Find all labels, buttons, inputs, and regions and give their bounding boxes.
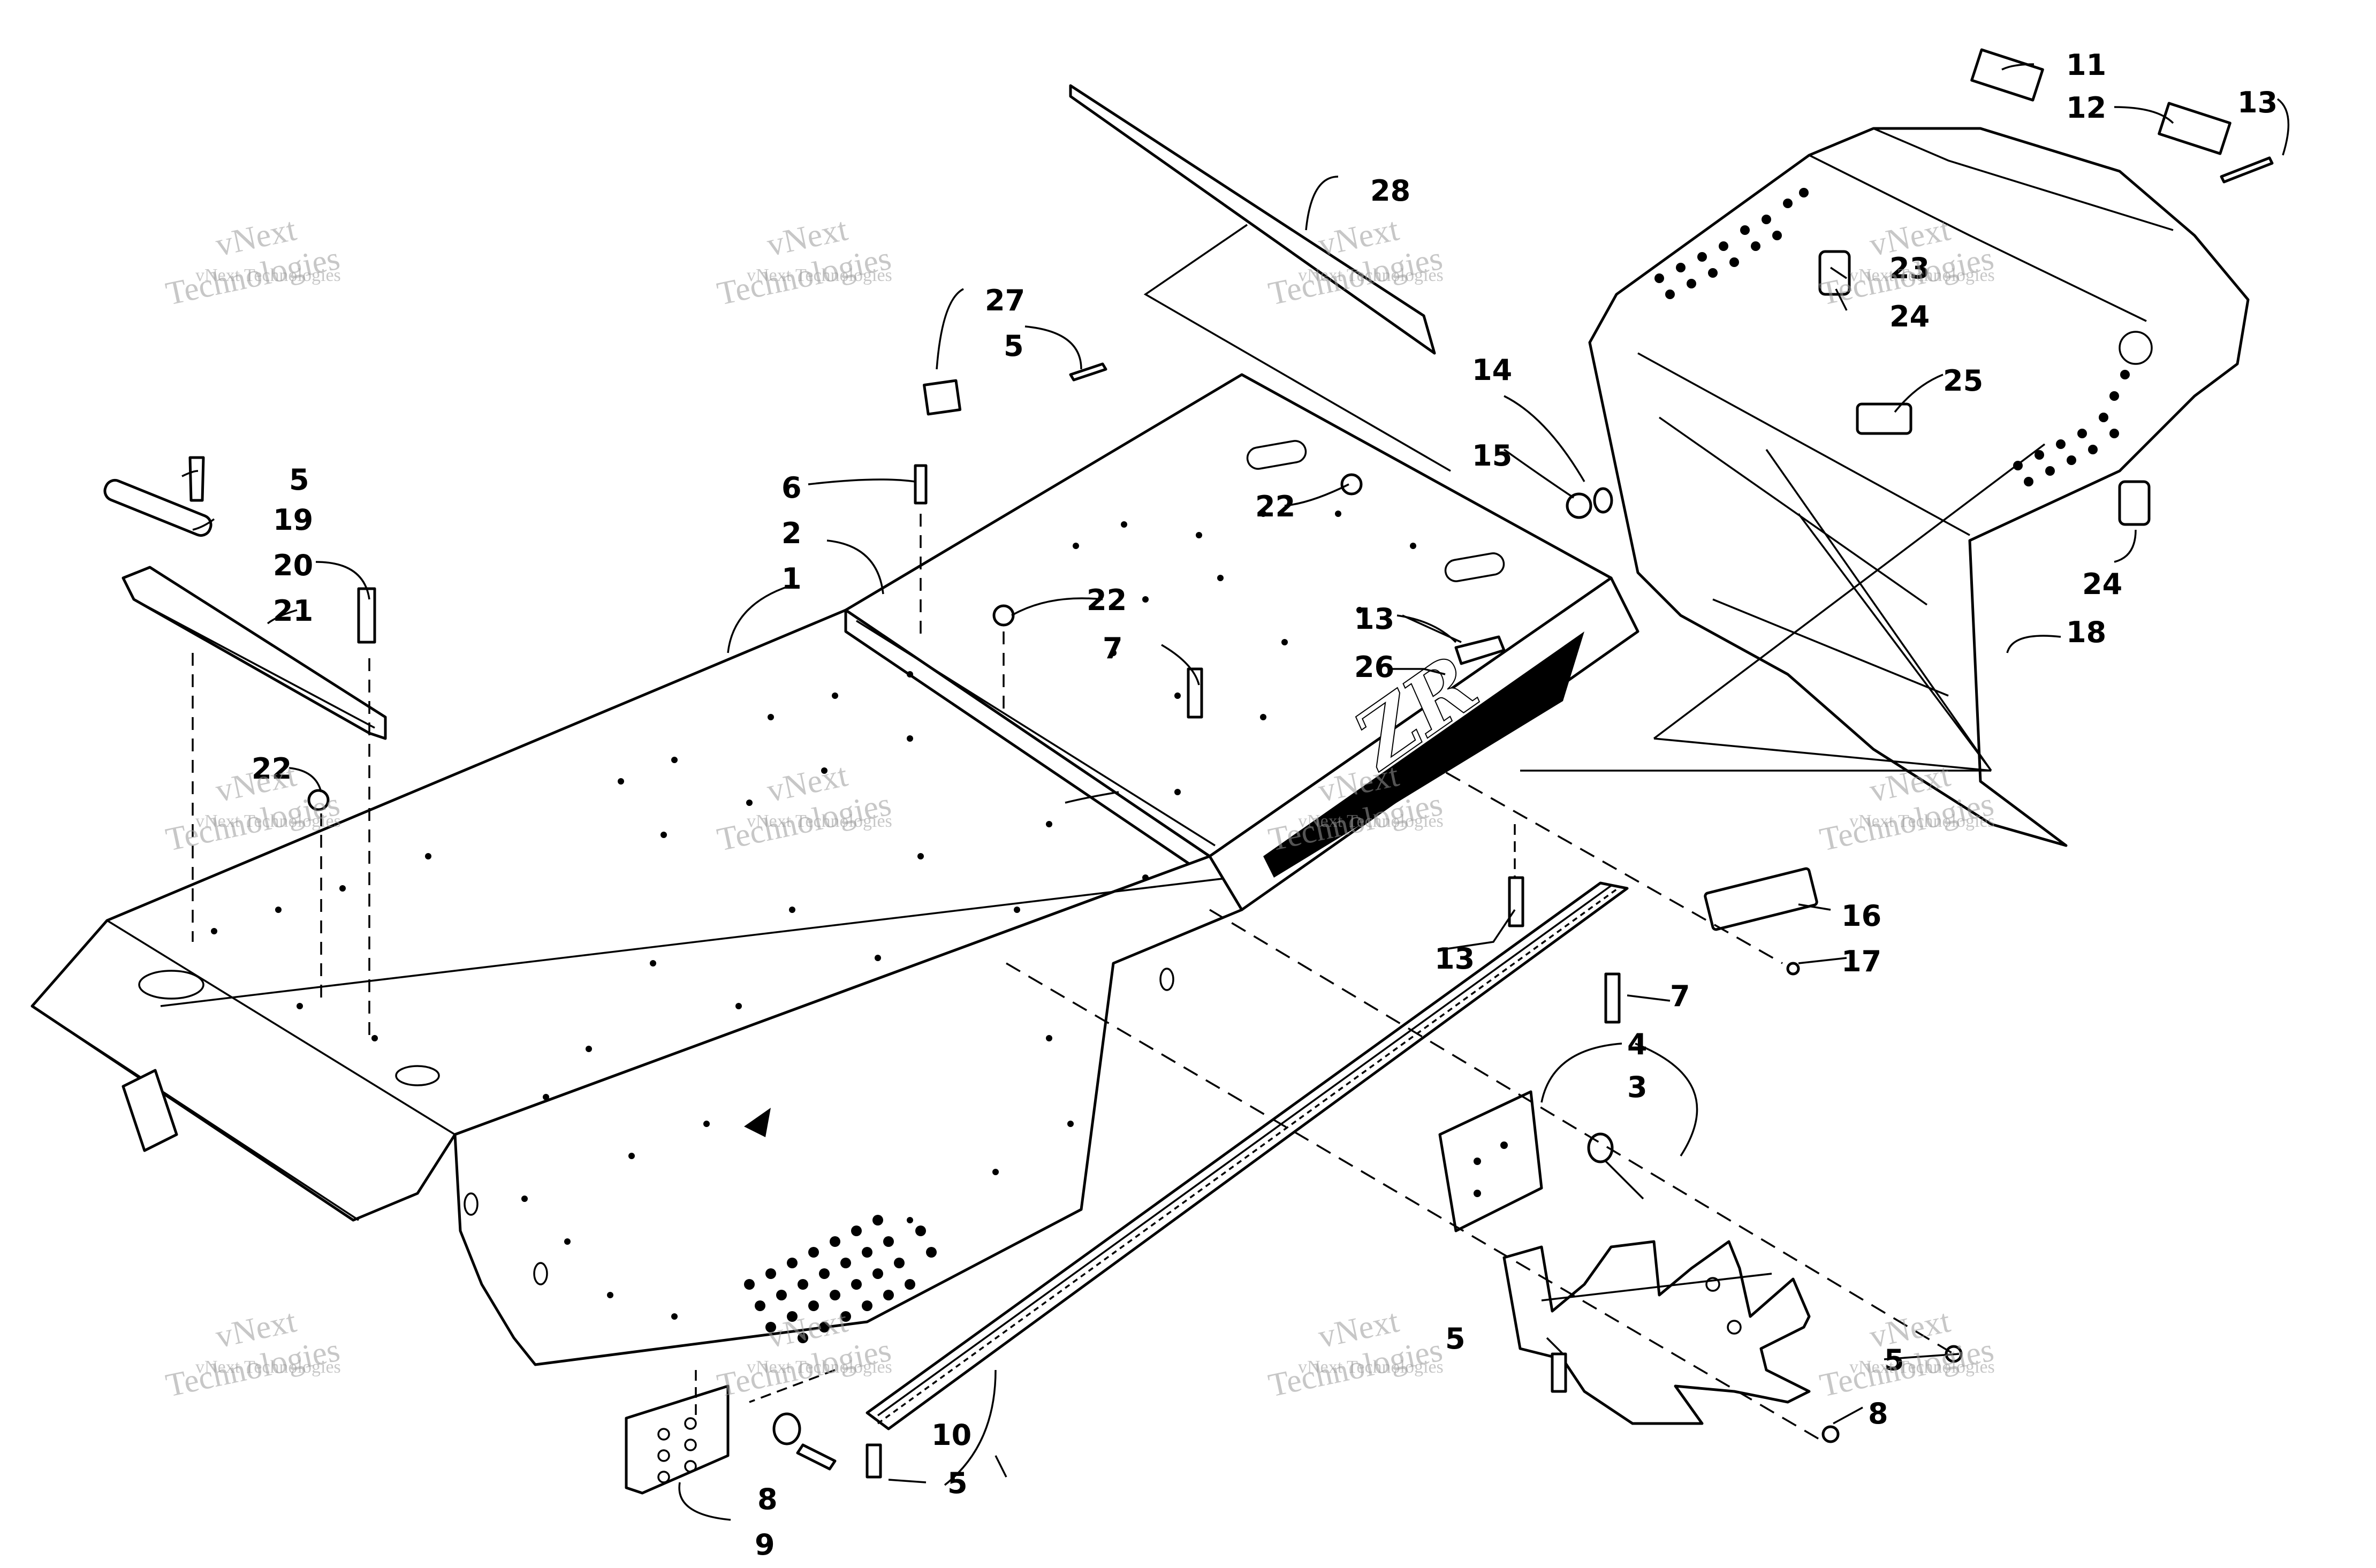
svg-text:vNext Technologies: vNext Technologies — [195, 1357, 341, 1377]
plug-part-22-center — [992, 604, 1015, 627]
rivet-part-5-top — [1069, 362, 1107, 382]
exploded-view-lines — [695, 443, 2046, 1441]
clip-nut-part-23 — [1818, 250, 1851, 296]
plate-part-19 — [103, 478, 212, 537]
callout-5-left: 5 — [289, 463, 309, 497]
rear-bumper-part-18 — [1588, 48, 2274, 847]
callout-21: 21 — [273, 594, 313, 628]
svg-text:vNext Technologies: vNext Technologies — [1849, 811, 1995, 831]
callout-25: 25 — [1943, 364, 1983, 398]
label-part-27 — [923, 379, 962, 416]
bolt-part-8-right — [1821, 1425, 1840, 1443]
washer-part-14 — [1593, 487, 1613, 514]
clip-nut-part-25 — [1856, 402, 1912, 435]
rear-bracket-part-4 — [1438, 1090, 1543, 1232]
spacer-part-4 — [1587, 1132, 1614, 1163]
plug-part-22-top — [1340, 473, 1363, 496]
callout-17: 17 — [1841, 945, 1881, 978]
nut-part-15 — [1566, 492, 1592, 519]
callout-22-center: 22 — [1087, 583, 1127, 617]
callout-8-left: 8 — [757, 1482, 778, 1516]
callout-13-top: 13 — [2237, 86, 2278, 119]
rivet-part-6 — [914, 464, 928, 505]
rivet-part-20 — [357, 587, 376, 644]
leader-lines — [181, 63, 2290, 1521]
callout-8-right: 8 — [1868, 1397, 1888, 1430]
clip-nut-part-24 — [2118, 480, 2151, 526]
bumper-vent-holes — [1654, 188, 2130, 486]
callout-7-center: 7 — [1103, 631, 1123, 665]
rivet-part-5-bottom — [866, 1443, 882, 1479]
callout-20: 20 — [273, 549, 313, 582]
callout-26: 26 — [1354, 650, 1394, 684]
callout-10: 10 — [931, 1418, 971, 1452]
callout-22-top: 22 — [1255, 490, 1295, 523]
callout-4: 4 — [1627, 1027, 1648, 1061]
callout-24-bottom: 24 — [2082, 567, 2122, 601]
svg-text:vNext Technologies: vNext Technologies — [1849, 1357, 1995, 1377]
svg-text:vNext Technologies: vNext Technologies — [1298, 1357, 1444, 1377]
rivet-part-7-right — [1604, 972, 1621, 1024]
rail-part-10 — [866, 881, 1629, 1430]
svg-text:vNext Technologies: vNext Technologies — [195, 265, 341, 285]
bolt-part-13-top — [2220, 156, 2274, 184]
tunnel-rivet-holes — [211, 660, 1149, 1320]
callout-18: 18 — [2066, 615, 2106, 649]
callout-22-left: 22 — [252, 752, 292, 786]
callout-1: 1 — [781, 562, 802, 596]
reflector-part-11 — [1970, 48, 2044, 102]
rivet-part-5-bracket — [1551, 1352, 1567, 1393]
screw-part-17 — [1786, 962, 1800, 976]
bolt-part-13-bottom — [1508, 876, 1524, 927]
callout-19: 19 — [273, 503, 313, 537]
callout-13-bottom: 13 — [1434, 942, 1475, 976]
sheet-part-28 — [1069, 84, 1451, 472]
svg-text:vNext Technologies: vNext Technologies — [747, 811, 892, 831]
callout-9: 9 — [755, 1528, 775, 1562]
svg-text:vNext Technologies: vNext Technologies — [1298, 811, 1444, 831]
svg-text:vNext Technologies: vNext Technologies — [747, 265, 892, 285]
callout-15: 15 — [1472, 439, 1512, 473]
arrow-icon — [744, 1108, 771, 1137]
plug-part-22-left — [307, 789, 330, 811]
callout-5-right: 5 — [1884, 1343, 1904, 1377]
callout-14: 14 — [1472, 353, 1512, 387]
callout-labels: 1 2 3 4 5 5 5 5 5 5 6 7 7 8 8 9 10 11 12… — [252, 48, 2278, 1562]
callout-12: 12 — [2066, 91, 2106, 125]
reflector-part-16 — [1704, 867, 1818, 931]
left-bracket-group — [103, 456, 387, 1044]
svg-text:vNext Technologies: vNext Technologies — [1298, 265, 1444, 285]
tunnel-perforation-grid — [744, 1215, 937, 1343]
callout-5-bracket: 5 — [1445, 1322, 1466, 1356]
callout-16: 16 — [1841, 899, 1881, 933]
bolt-part-13-mid — [1454, 635, 1506, 665]
svg-text:vNext Technologies: vNext Technologies — [1849, 265, 1995, 285]
callout-28: 28 — [1370, 174, 1410, 208]
callout-6: 6 — [781, 471, 802, 505]
callout-23: 23 — [1889, 252, 1930, 285]
reflector-part-12 — [2158, 102, 2231, 155]
callout-5-top: 5 — [1004, 329, 1024, 363]
callout-5-bottom: 5 — [947, 1466, 968, 1500]
callout-11: 11 — [2066, 48, 2106, 82]
callout-27: 27 — [985, 284, 1025, 317]
callout-2: 2 — [781, 516, 802, 550]
callout-3: 3 — [1627, 1070, 1648, 1104]
rivet-part-5-left — [188, 456, 205, 502]
callout-13-mid: 13 — [1354, 602, 1394, 636]
svg-text:vNext Technologies: vNext Technologies — [747, 1357, 892, 1377]
suspension-bracket-part-3 — [1502, 1240, 1811, 1425]
callout-24-top: 24 — [1889, 300, 1930, 333]
svg-text:vNext Technologies: vNext Technologies — [195, 811, 341, 831]
spacer-part-8-left — [772, 1412, 801, 1445]
callout-7-right: 7 — [1670, 979, 1690, 1013]
mount-plate-part-9 — [625, 1384, 837, 1495]
